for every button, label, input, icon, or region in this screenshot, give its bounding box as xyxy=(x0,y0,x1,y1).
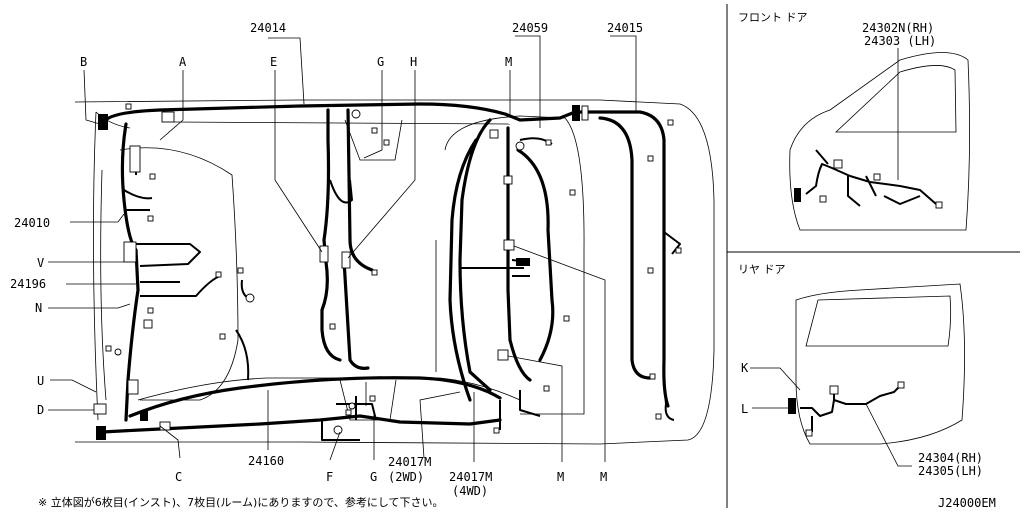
label-24015: 24015 xyxy=(607,21,643,35)
label-M-bottom-1: M xyxy=(557,470,564,484)
label-M-bottom-2: M xyxy=(600,470,607,484)
front-door-part-rh: 24302N(RH) xyxy=(862,21,934,35)
rear-door-panel: リヤ ドア K L 24304(RH) 24305(LH) xyxy=(738,263,983,478)
label-G-bottom: G xyxy=(370,470,377,484)
label-24017m-2wd: 24017M xyxy=(388,455,431,469)
leader-lines xyxy=(48,35,637,462)
front-door-window xyxy=(834,65,957,133)
front-door-harness xyxy=(805,163,937,205)
label-24017m-4wd-sub: (4WD) xyxy=(452,484,488,498)
label-F: F xyxy=(326,470,333,484)
label-B: B xyxy=(80,55,87,69)
label-M-top: M xyxy=(505,55,512,69)
rear-door-harness xyxy=(800,383,903,417)
label-D: D xyxy=(37,403,44,417)
connectors xyxy=(93,103,682,440)
label-K: K xyxy=(741,361,749,375)
front-door-part-lh: 24303 (LH) xyxy=(864,34,936,48)
harness-right xyxy=(598,116,652,380)
label-C: C xyxy=(175,470,182,484)
body-harness-view: 24014 24059 24015 B A E G H M 24010 V 24… xyxy=(10,21,715,498)
front-door-title: フロント ドア xyxy=(738,11,808,24)
label-24059: 24059 xyxy=(512,21,548,35)
label-24196: 24196 xyxy=(10,277,46,291)
rear-door-outline xyxy=(795,283,965,445)
harness-main-top xyxy=(102,102,670,408)
label-24017m-2wd-sub: (2WD) xyxy=(388,470,424,484)
label-24010: 24010 xyxy=(14,216,50,230)
footnote: ※ 立体図が6枚目(インスト)、7枚目(ルーム)にありますので、参考にして下さい… xyxy=(38,495,444,509)
label-E: E xyxy=(270,55,277,69)
label-24017m-4wd: 24017M xyxy=(449,470,492,484)
rear-door-title: リヤ ドア xyxy=(738,263,786,276)
harness-center xyxy=(320,108,374,370)
label-V: V xyxy=(37,256,44,270)
front-door-panel: フロント ドア 24302N(RH) 24303 (LH) xyxy=(738,11,970,231)
front-door-outline xyxy=(789,52,970,231)
label-G-top: G xyxy=(377,55,384,69)
label-L: L xyxy=(741,402,748,416)
floor-panel-center xyxy=(444,115,585,415)
label-N: N xyxy=(35,301,42,315)
rear-door-part-rh: 24304(RH) xyxy=(918,451,983,465)
diagram-code: J24000EM xyxy=(938,496,996,510)
harness-left-vertical xyxy=(120,122,140,422)
label-U: U xyxy=(37,374,44,388)
label-H: H xyxy=(410,55,417,69)
harness-console xyxy=(448,118,492,402)
label-A: A xyxy=(179,55,187,69)
harness-instrument xyxy=(128,243,221,297)
rear-door-window xyxy=(805,295,952,347)
floor-panel-left xyxy=(119,147,239,401)
label-24014: 24014 xyxy=(250,21,286,35)
rear-door-part-lh: 24305(LH) xyxy=(918,464,983,478)
car-body-outline xyxy=(74,99,715,445)
label-24160: 24160 xyxy=(248,454,284,468)
